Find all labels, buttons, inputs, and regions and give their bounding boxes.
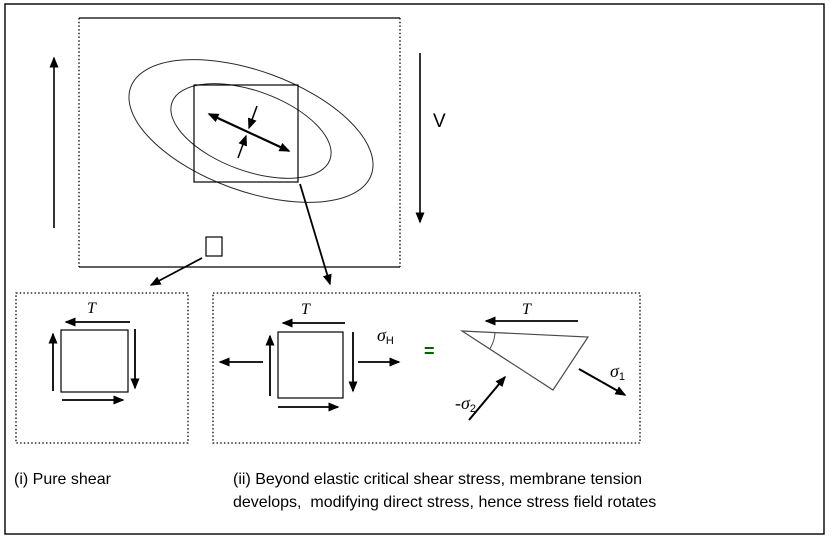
box1-element-square (60, 329, 129, 393)
box-membrane-tension: T σH = T σ1 -σ2 (212, 292, 641, 444)
caption-membrane-line2: develops, modifying direct stress, hence… (233, 494, 656, 511)
shear-force-label: V (433, 111, 446, 132)
sigma2-label: -σ2 (455, 393, 476, 415)
figure-frame (4, 3, 825, 535)
buckle-ellipse-outer (128, 59, 374, 203)
box1-shear-stress-label: T (87, 300, 97, 317)
equals-sign: = (424, 341, 435, 361)
box2-shear-stress-label: T (301, 301, 311, 318)
leader-arrow-to-box1 (149, 257, 203, 286)
compression-arrow-top (248, 105, 258, 130)
small-element-square (205, 236, 223, 257)
leader-arrow-to-box2 (299, 183, 332, 286)
sigma-h-label: σH (377, 325, 394, 347)
sigma2-arrow (468, 375, 506, 421)
sigma1-label: σ1 (610, 361, 625, 383)
box1-dotted-border (15, 292, 189, 444)
rotation-angle-arc (489, 332, 496, 349)
buckle-ellipse-inner (170, 83, 332, 179)
zoom-window-square (193, 84, 299, 183)
sigma1-arrow (578, 368, 627, 396)
main-panel: V (49, 17, 446, 286)
caption-membrane-line1: (ii) Beyond elastic critical shear stres… (233, 471, 642, 488)
compression-arrow-bottom (237, 134, 247, 159)
caption-pure-shear: (i) Pure shear (14, 471, 112, 488)
box2-element-square (277, 331, 344, 399)
buckle-contours (128, 59, 374, 203)
stress-triangle (459, 330, 590, 391)
tension-diagonal-arrow (207, 113, 291, 152)
box-pure-shear: T (15, 292, 189, 444)
triangle-shear-label: T (522, 301, 532, 318)
